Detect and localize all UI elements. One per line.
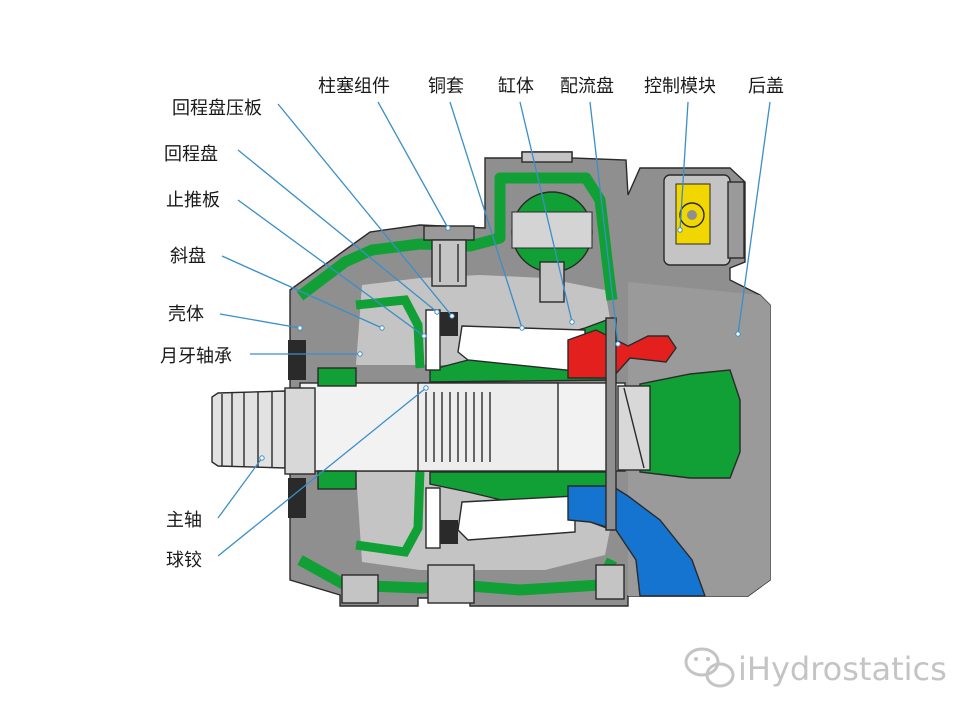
label-ball-joint: 球铰 <box>166 550 202 571</box>
label-swash-plate: 斜盘 <box>170 246 206 267</box>
valve-plate <box>605 317 617 531</box>
front-seal-upper <box>288 340 306 380</box>
swash-shoe-lower <box>440 520 458 544</box>
shaft-spline-end <box>211 390 286 469</box>
low-pressure-passage <box>567 485 706 597</box>
spline-lines <box>425 392 491 462</box>
bottom-bolt-3 <box>595 564 625 600</box>
shaft-spline-section <box>417 382 559 472</box>
top-labels: 柱塞组件 铜套 缸体 配流盘 控制模块 后盖 <box>318 75 784 97</box>
label-main-shaft: 主轴 <box>166 510 202 531</box>
label-return-plate: 回程盘 <box>164 144 218 165</box>
pump-cutaway <box>211 151 771 607</box>
piston-upper <box>457 325 586 373</box>
bottom-bolt-1 <box>341 574 379 604</box>
control-module-cap <box>727 181 745 259</box>
swash-shoe-upper <box>440 312 458 336</box>
bottom-bolt-2 <box>427 564 475 604</box>
label-plunger: 柱塞组件 <box>318 76 390 97</box>
green-liner-upper <box>296 172 618 301</box>
label-valve-plate: 配流盘 <box>560 76 614 97</box>
green-swash-frame-upper <box>355 295 425 369</box>
green-swash-frame-lower <box>355 469 425 557</box>
left-labels: 回程盘压板 回程盘 止推板 斜盘 壳体 月牙轴承 主轴 球铰 <box>160 98 262 571</box>
label-control-module: 控制模块 <box>644 76 716 97</box>
label-crescent-bearing: 月牙轴承 <box>160 346 232 367</box>
return-plate-upper <box>425 309 441 371</box>
top-bolt <box>521 151 573 163</box>
label-housing: 壳体 <box>168 304 204 325</box>
label-cylinder: 缸体 <box>498 75 534 97</box>
label-return-plate-press: 回程盘压板 <box>172 98 262 119</box>
return-plate-lower <box>425 487 441 549</box>
watermark-text: iHydrostatics <box>738 650 947 688</box>
wechat-icon <box>684 647 735 688</box>
rear-green-cup <box>639 369 741 479</box>
front-bearing-upper <box>317 367 357 387</box>
shaft-collar <box>284 387 316 475</box>
control-piston-rod <box>539 261 565 303</box>
label-rear-cover: 后盖 <box>748 76 784 97</box>
watermark: iHydrostatics <box>684 647 947 688</box>
label-copper-sleeve: 铜套 <box>428 76 464 97</box>
leader-lines <box>217 101 771 557</box>
label-thrust-plate: 止推板 <box>166 190 220 211</box>
front-bearing-lower <box>317 470 357 490</box>
piston-lower <box>457 495 576 541</box>
relief-valve-body <box>431 239 467 287</box>
control-piston <box>511 211 593 249</box>
